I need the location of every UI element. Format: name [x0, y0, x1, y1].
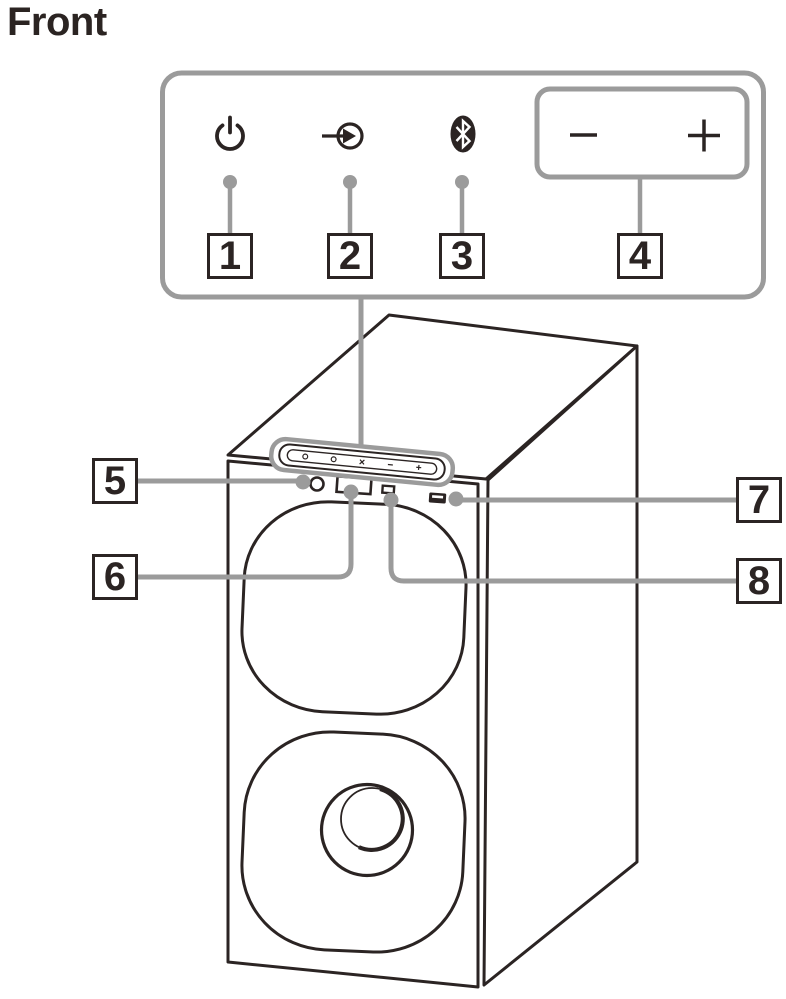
strip-power-icon — [302, 453, 309, 460]
bluetooth-icon — [450, 115, 476, 153]
callout-box-2: 2 — [327, 233, 373, 279]
bass-port — [319, 782, 415, 878]
callout-number-6: 6 — [103, 555, 127, 599]
input-icon — [322, 122, 364, 150]
lower-driver — [240, 730, 467, 954]
callout-box-1: 1 — [207, 233, 253, 279]
speaker-cabinet — [226, 313, 639, 989]
volume-buttons — [534, 86, 750, 180]
indicator — [380, 484, 396, 495]
callout-box-8: 8 — [736, 558, 782, 604]
strip-bluetooth-icon — [359, 459, 365, 465]
strip-touch-area — [286, 449, 438, 475]
callout-number-8: 8 — [747, 559, 771, 603]
callout-number-4: 4 — [628, 234, 652, 278]
remote-sensor — [309, 476, 325, 492]
callout-number-2: 2 — [338, 234, 362, 278]
callout-box-7: 7 — [736, 477, 782, 523]
power-icon — [215, 115, 245, 151]
cabinet-side-face — [482, 344, 639, 987]
callout-number-5: 5 — [103, 459, 127, 503]
legend-leader-dots — [223, 175, 469, 189]
callout-number-7: 7 — [747, 478, 771, 522]
legend-leader-lines — [227, 177, 643, 234]
top-control-strip — [268, 436, 456, 488]
callout-number-1: 1 — [218, 234, 242, 278]
leader-8 — [388, 500, 738, 584]
control-legend-panel — [160, 70, 766, 300]
callout-box-6: 6 — [92, 554, 138, 600]
strip-plus-icon — [416, 464, 422, 471]
volume-panel-border — [534, 86, 750, 180]
speaker-leader-lines — [137, 478, 738, 584]
strip-input-icon — [330, 456, 337, 463]
strip-button-glyphs — [302, 453, 422, 471]
callout-box-3: 3 — [439, 233, 485, 279]
upper-driver — [240, 500, 468, 716]
leader-6 — [137, 493, 354, 580]
speaker-leader-dots — [295, 474, 464, 508]
callout-box-5: 5 — [92, 458, 138, 504]
callout-box-4: 4 — [617, 233, 663, 279]
callout-number-3: 3 — [450, 234, 474, 278]
speaker-drivers — [240, 500, 468, 954]
volume-plus-icon — [688, 119, 720, 152]
page-title: Front — [7, 0, 107, 44]
usb-port — [428, 492, 447, 504]
